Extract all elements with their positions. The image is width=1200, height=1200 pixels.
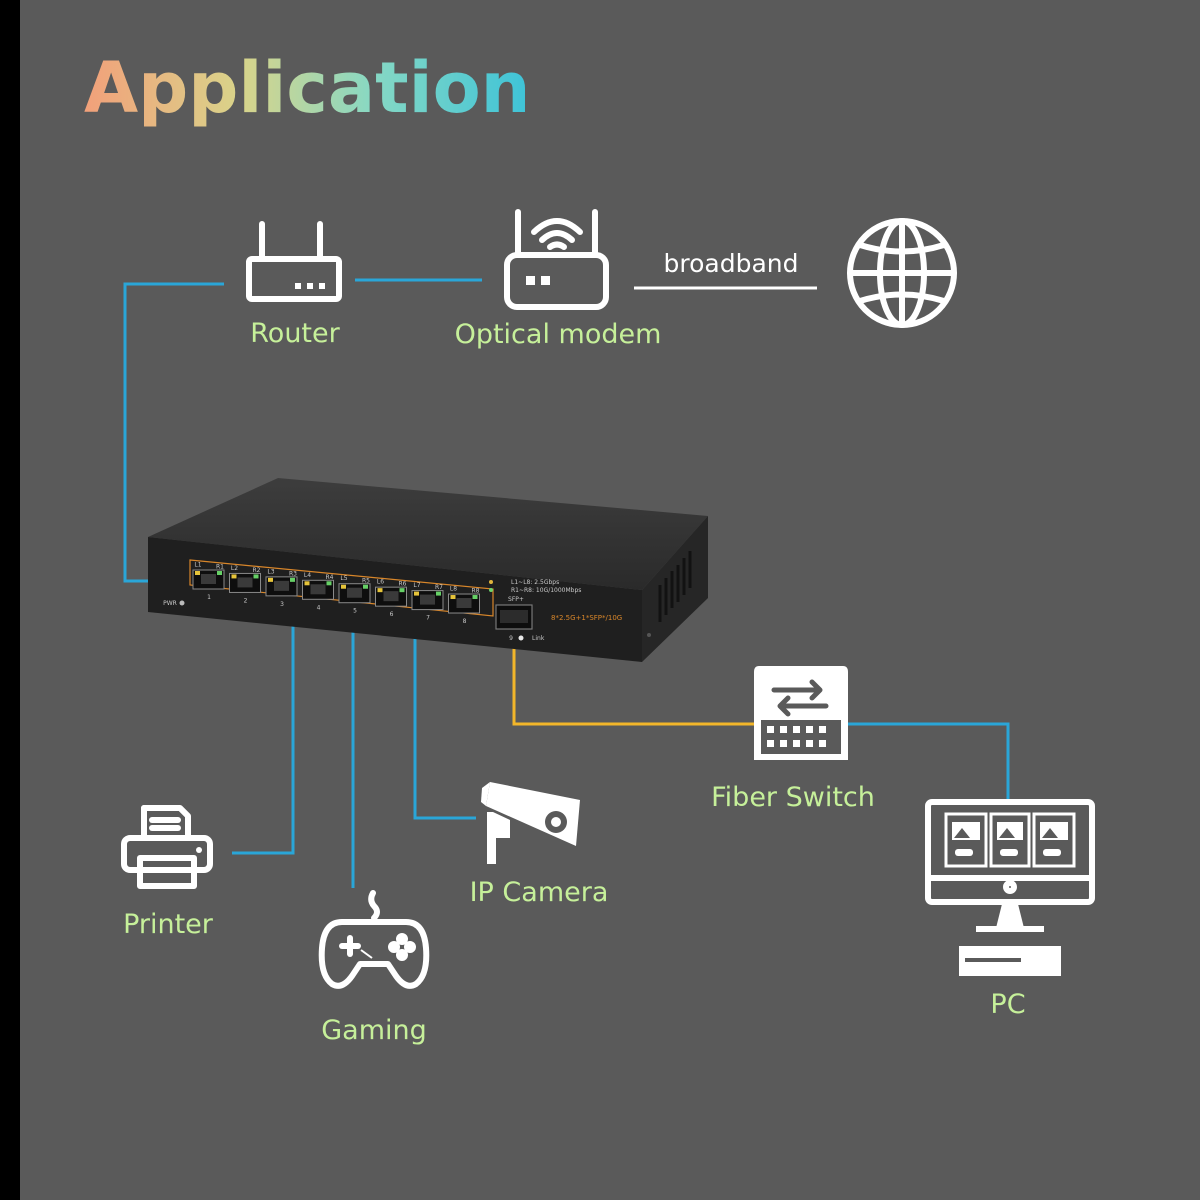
gaming-label: Gaming xyxy=(321,1015,427,1046)
camera-line xyxy=(413,595,476,820)
router-icon xyxy=(246,221,342,302)
led-label-r7: R7 xyxy=(435,584,443,591)
ip-camera-label: IP Camera xyxy=(470,877,609,908)
led-label-r1: R1 xyxy=(216,564,224,571)
diagram-stage: Application xyxy=(20,0,1200,1200)
led-label-r2: R2 xyxy=(253,567,261,574)
ethernet-port-5 xyxy=(338,583,371,604)
fiber-switch-label: Fiber Switch xyxy=(711,782,875,813)
sfp-port-number: 9 xyxy=(509,635,513,642)
globe-icon xyxy=(847,218,957,328)
ethernet-port-3 xyxy=(265,576,298,597)
led-label-r4: R4 xyxy=(326,574,334,581)
ethernet-port-2 xyxy=(229,572,261,593)
switch-top-face xyxy=(148,478,708,590)
gamepad-icon xyxy=(318,890,430,989)
ethernet-port-4 xyxy=(302,579,334,600)
port-number-1: 1 xyxy=(207,594,211,601)
fiber-switch-icon xyxy=(754,666,848,760)
sfp-fiber-line xyxy=(512,634,754,726)
led-label-l3: L3 xyxy=(267,568,274,575)
printer-icon xyxy=(121,805,213,889)
led-label-l5: L5 xyxy=(340,575,347,582)
legend-r-ports: R1~R8: 10G/1000Mbps xyxy=(511,587,581,594)
printer-line xyxy=(232,600,295,855)
pwr-led xyxy=(179,600,185,606)
sfp-label: SFP+ xyxy=(508,596,524,603)
printer-label: Printer xyxy=(123,909,214,940)
optical-modem-icon xyxy=(504,209,609,310)
led-labels: L1 R1 L2 R2 L3 R3 L4 R4 L5 R5 L6 R6 L7 R7 L8 R8 xyxy=(194,561,479,594)
model-label: 8*2.5G+1*SFP*/10G xyxy=(551,614,622,622)
ethernet-port-7 xyxy=(411,590,444,611)
led-label-l8: L8 xyxy=(450,585,457,592)
link-label: Link xyxy=(532,635,545,642)
fiber-switch-pc-line xyxy=(848,722,1010,800)
port-number-6: 6 xyxy=(390,611,394,618)
port-number-5: 5 xyxy=(353,608,357,615)
led-label-r5: R5 xyxy=(362,577,370,584)
switch-vents xyxy=(658,551,692,622)
pwr-label: PWR xyxy=(163,600,177,607)
led-label-r3: R3 xyxy=(289,570,297,577)
ethernet-ports xyxy=(192,569,480,614)
port-number-7: 7 xyxy=(426,615,430,622)
port-number-4: 4 xyxy=(317,604,321,611)
port-number-2: 2 xyxy=(244,597,248,604)
led-label-l6: L6 xyxy=(377,579,384,586)
led-label-r8: R8 xyxy=(472,588,480,595)
optical-modem-label: Optical modem xyxy=(455,319,662,350)
ethernet-port-1 xyxy=(192,569,225,590)
port-group-border xyxy=(189,559,494,617)
ethernet-port-6 xyxy=(375,586,407,607)
led-label-l7: L7 xyxy=(413,582,420,589)
port-numbers: 1 2 3 4 5 6 7 8 xyxy=(207,594,467,625)
page-title: Application xyxy=(84,47,531,129)
router-label: Router xyxy=(250,318,340,349)
legend-l-ports: L1~L8: 2.5Gbps xyxy=(511,579,559,586)
port-number-8: 8 xyxy=(463,618,467,625)
ethernet-port-8 xyxy=(448,593,480,614)
led-label-l2: L2 xyxy=(231,565,238,572)
port-number-3: 3 xyxy=(280,601,284,608)
broadband-label: broadband xyxy=(664,249,799,278)
pc-label: PC xyxy=(990,989,1025,1020)
desktop-pc-icon xyxy=(925,799,1095,976)
application-diagram: Application xyxy=(84,47,1095,1046)
cctv-camera-icon xyxy=(481,782,580,864)
led-label-l4: L4 xyxy=(304,572,311,579)
led-label-l1: L1 xyxy=(194,561,201,568)
led-label-r6: R6 xyxy=(399,581,407,588)
network-switch: L1 R1 L2 R2 L3 R3 L4 R4 L5 R5 L6 R6 L7 R7 L8 R8 1 2 3 4 5 6 7… xyxy=(148,478,708,662)
